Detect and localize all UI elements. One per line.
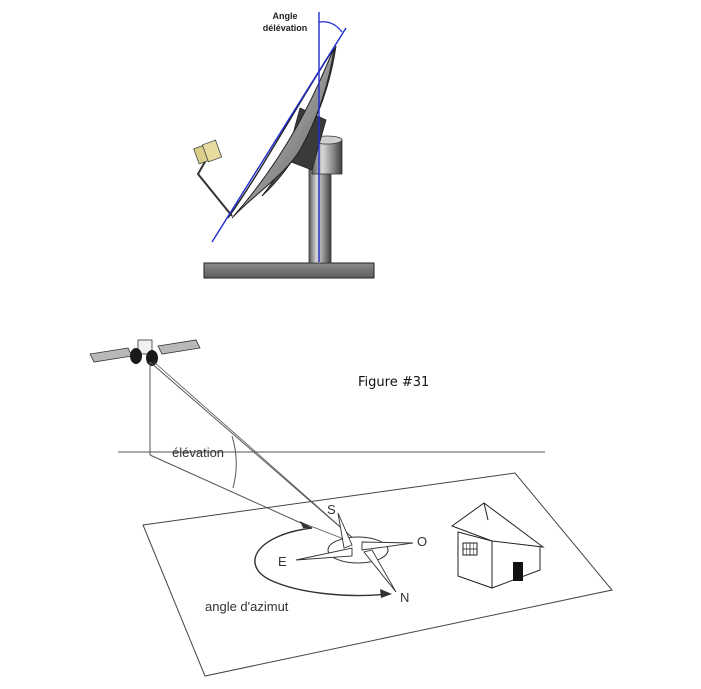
ground-plane bbox=[142, 472, 613, 677]
dish-diagram: Angle délévation bbox=[193, 11, 375, 279]
compass-north-label: N bbox=[400, 590, 409, 605]
line-of-sight bbox=[149, 361, 363, 547]
ground-projection-line bbox=[149, 454, 313, 529]
compass-south-label: S bbox=[327, 502, 336, 517]
angle-label-line2: délévation bbox=[263, 23, 308, 33]
azimuth-arrowhead bbox=[380, 589, 392, 598]
elevation-arc bbox=[231, 435, 237, 489]
ground-plate bbox=[203, 262, 375, 279]
elevation-label: élévation bbox=[172, 445, 224, 460]
figure-label: Figure #31 bbox=[358, 375, 429, 390]
azimuth-arc bbox=[254, 527, 389, 597]
dish-plane-line bbox=[211, 27, 347, 243]
feed-arm bbox=[196, 159, 233, 217]
satellite-icon bbox=[89, 339, 201, 366]
compass-rose bbox=[295, 512, 414, 593]
compass-east-label: E bbox=[278, 554, 287, 569]
azimuth-label: angle d'azimut bbox=[205, 599, 289, 614]
elevation-angle-arc bbox=[318, 21, 343, 33]
angle-label-line1: Angle bbox=[272, 11, 297, 21]
compass-west-label: O bbox=[417, 534, 427, 549]
azimuth-diagram: élévation S O E N angle d'azimut bbox=[89, 339, 613, 677]
lnb-head bbox=[193, 139, 223, 165]
house-icon bbox=[450, 502, 545, 589]
compass-ellipse bbox=[327, 536, 389, 564]
